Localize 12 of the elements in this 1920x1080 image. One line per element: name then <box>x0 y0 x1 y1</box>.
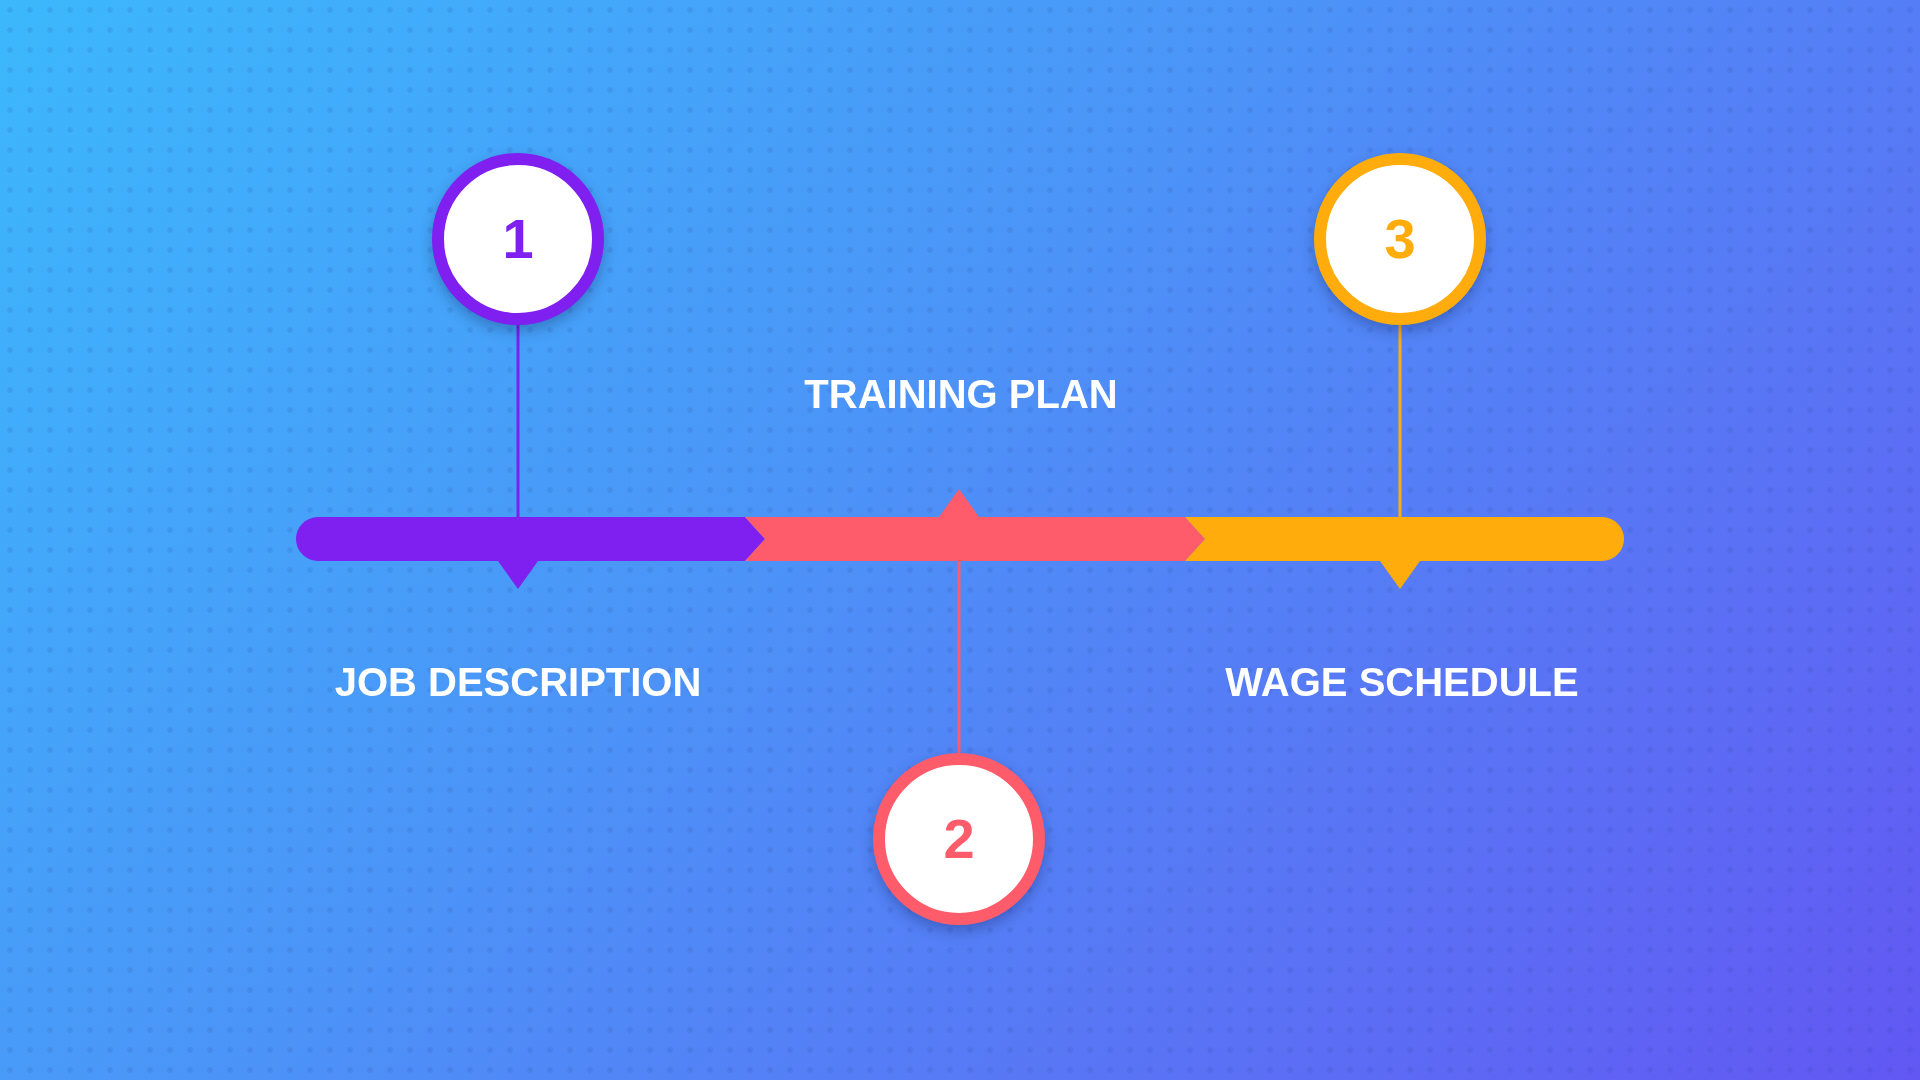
step-circle <box>432 153 604 325</box>
step-label: JOB DESCRIPTION <box>334 660 702 704</box>
step-label: TRAINING PLAN <box>804 372 1118 416</box>
step-number: 3 <box>1384 211 1416 267</box>
step-number: 1 <box>502 211 534 267</box>
step-circle <box>873 753 1045 925</box>
step-circle <box>1314 153 1486 325</box>
leader-line <box>957 561 961 753</box>
leader-line <box>516 325 520 517</box>
leader-line <box>1398 325 1402 517</box>
step-label: WAGE SCHEDULE <box>1225 660 1579 704</box>
step-number: 2 <box>943 811 975 867</box>
